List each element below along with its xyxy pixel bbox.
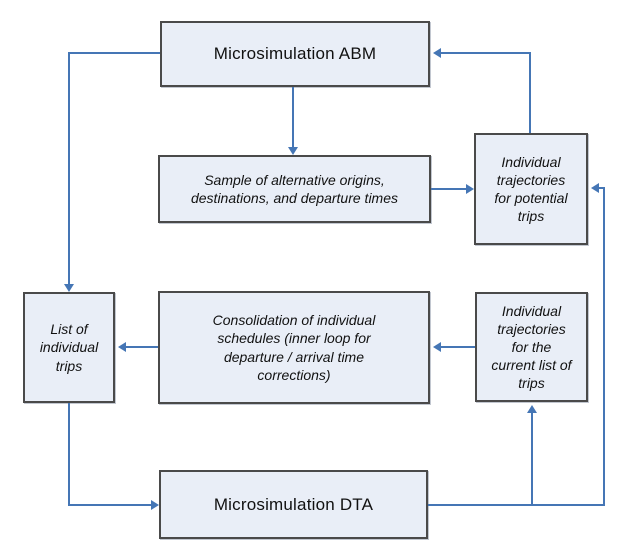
node-sample-alternatives: Sample of alternative origins, destinati… — [158, 155, 431, 223]
connector-consolidation-to-list — [123, 346, 158, 348]
arrowhead-left-into-potential — [588, 183, 599, 193]
node-microsimulation-dta: Microsimulation DTA — [159, 470, 428, 539]
connector-current-to-consolidation — [438, 346, 475, 348]
connector-dta-loop-vertical — [603, 187, 605, 506]
arrowhead-up-into-current — [527, 402, 537, 413]
arrowhead-left-into-abm — [430, 48, 441, 58]
arrowhead-right-into-dta — [151, 500, 162, 510]
connector-potential-to-abm-horizontal — [438, 52, 531, 54]
node-trajectories-current-trips: Individual trajectories for the current … — [475, 292, 588, 402]
connector-abm-to-list-vertical — [68, 52, 70, 284]
arrowhead-down-into-list — [64, 284, 74, 295]
node-list-of-individual-trips: List of individual trips — [23, 292, 115, 403]
node-microsimulation-abm: Microsimulation ABM — [160, 21, 430, 87]
connector-list-to-dta-horizontal — [68, 504, 151, 506]
arrowhead-left-into-consolidation — [430, 342, 441, 352]
arrowhead-right-into-potential — [466, 184, 477, 194]
arrowhead-down-into-sample — [288, 147, 298, 158]
connector-sample-to-potential — [431, 188, 466, 190]
connector-abm-to-sample — [292, 87, 294, 147]
connector-abm-to-list-horizontal — [68, 52, 160, 54]
connector-dta-to-current-vertical — [531, 410, 533, 506]
node-consolidation-of-schedules: Consolidation of individual schedules (i… — [158, 291, 430, 404]
connector-potential-to-abm-vertical — [529, 52, 531, 133]
connector-list-to-dta-vertical — [68, 403, 70, 506]
node-trajectories-potential-trips: Individual trajectories for potential tr… — [474, 133, 588, 245]
connector-loop-into-potential — [596, 187, 605, 189]
connector-dta-loop-horizontal — [428, 504, 605, 506]
arrowhead-left-into-list — [115, 342, 126, 352]
